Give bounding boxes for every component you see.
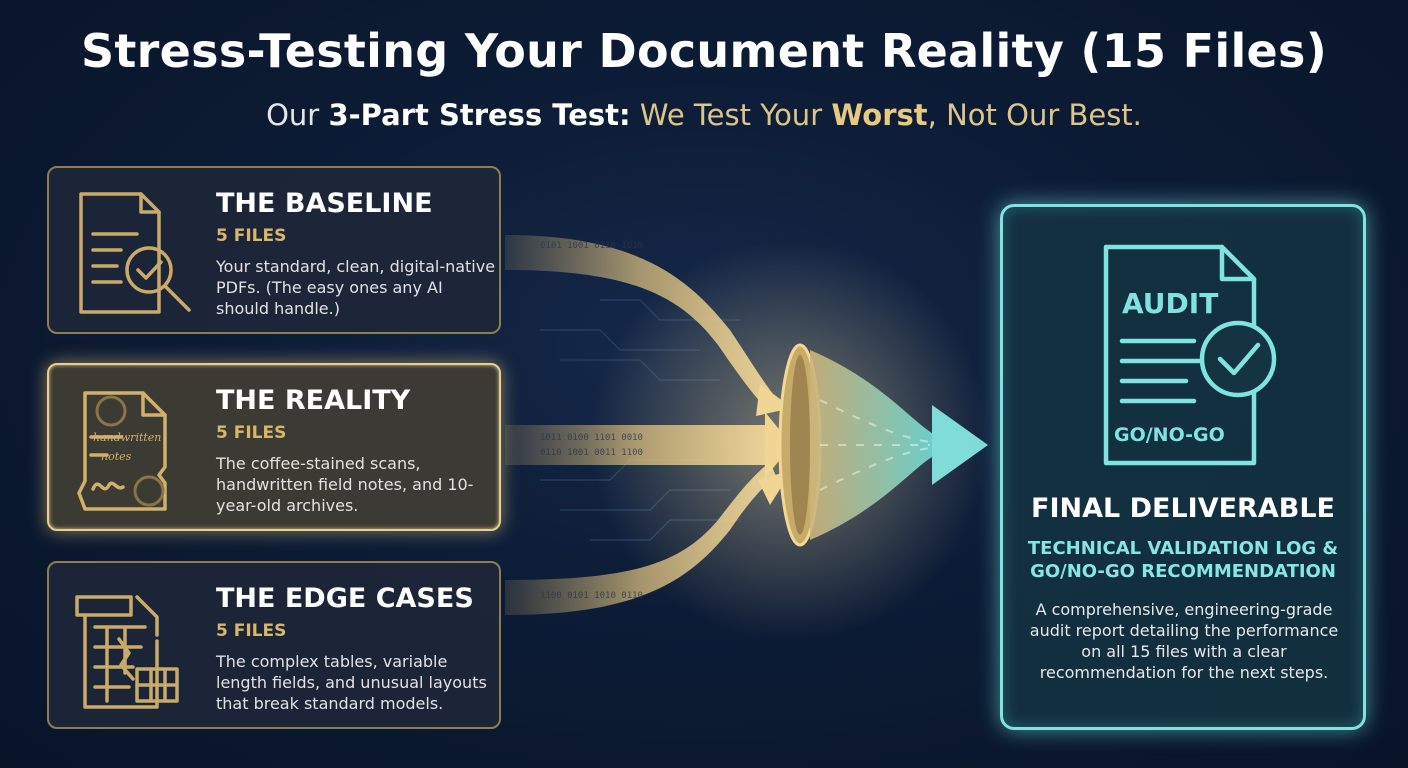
card-baseline-count: 5 FILES <box>216 226 287 246</box>
icon-handwriting-line-1: handwritten <box>93 431 161 444</box>
output-arrowhead <box>932 405 988 485</box>
doc-label-go-no-go: GO/NO-GO <box>1114 424 1225 446</box>
final-description: A comprehensive, engineering-grade audit… <box>1029 600 1339 682</box>
card-edge-cases-count: 5 FILES <box>216 621 287 641</box>
stained-notes-icon: handwritten notes <box>77 391 167 511</box>
edge-stream <box>505 462 776 615</box>
svg-text:1100 0101 1010 0110: 1100 0101 1010 0110 <box>540 591 643 601</box>
subtitle-lead: Our <box>266 98 329 132</box>
broken-table-icon <box>75 595 179 709</box>
card-edge-cases-description: The complex tables, variable length fiel… <box>216 652 487 713</box>
reality-stream <box>505 425 770 465</box>
final-subtitle-line-1: TECHNICAL VALIDATION LOG & <box>1027 538 1339 559</box>
subtitle-strong: 3-Part Stress Test: <box>328 98 631 132</box>
card-reality: handwritten notes THE REALITY 5 FILES Th… <box>47 363 501 531</box>
svg-text:0101 1001 0110 1010: 0101 1001 0110 1010 <box>540 241 643 251</box>
doc-label-audit: AUDIT <box>1122 287 1218 320</box>
final-subtitle: TECHNICAL VALIDATION LOG & GO/NO-GO RECO… <box>1003 537 1363 583</box>
page-subtitle: Our 3-Part Stress Test: We Test Your Wor… <box>0 98 1408 132</box>
subtitle-gold: We Test Your <box>630 98 832 132</box>
svg-text:1011 0100 1101 0010: 1011 0100 1101 0010 <box>540 433 643 443</box>
card-reality-description: The coffee-stained scans, handwritten fi… <box>216 454 474 515</box>
card-baseline-title: THE BASELINE <box>216 188 433 219</box>
card-baseline: THE BASELINE 5 FILES Your standard, clea… <box>47 166 501 334</box>
audit-document-icon: AUDIT GO/NO-GO <box>1103 244 1277 466</box>
final-subtitle-line-2: GO/NO-GO RECOMMENDATION <box>1030 561 1336 582</box>
svg-text:0110 1001 0011 1100: 0110 1001 0011 1100 <box>540 448 643 458</box>
card-edge-cases: THE EDGE CASES 5 FILES The complex table… <box>47 561 501 729</box>
icon-handwriting-line-2: notes <box>101 450 132 463</box>
final-deliverable-panel: AUDIT GO/NO-GO FINAL DELIVERABLE TECHNIC… <box>1000 204 1366 730</box>
card-edge-cases-title: THE EDGE CASES <box>216 583 474 614</box>
funnel-cone <box>810 350 935 540</box>
card-reality-count: 5 FILES <box>216 423 287 443</box>
stream-bits: 0101 1001 0110 1010 1011 0100 1101 0010 … <box>540 241 643 601</box>
subtitle-tail: , Not Our Best. <box>927 98 1142 132</box>
document-check-icon <box>79 192 191 314</box>
final-title: FINAL DELIVERABLE <box>1031 493 1335 524</box>
subtitle-worst: Worst <box>831 98 928 132</box>
card-reality-title: THE REALITY <box>216 385 411 416</box>
baseline-stream <box>505 235 778 412</box>
card-baseline-description: Your standard, clean, digital-native PDF… <box>216 257 496 318</box>
page-title: Stress-Testing Your Document Reality (15… <box>80 24 1328 78</box>
